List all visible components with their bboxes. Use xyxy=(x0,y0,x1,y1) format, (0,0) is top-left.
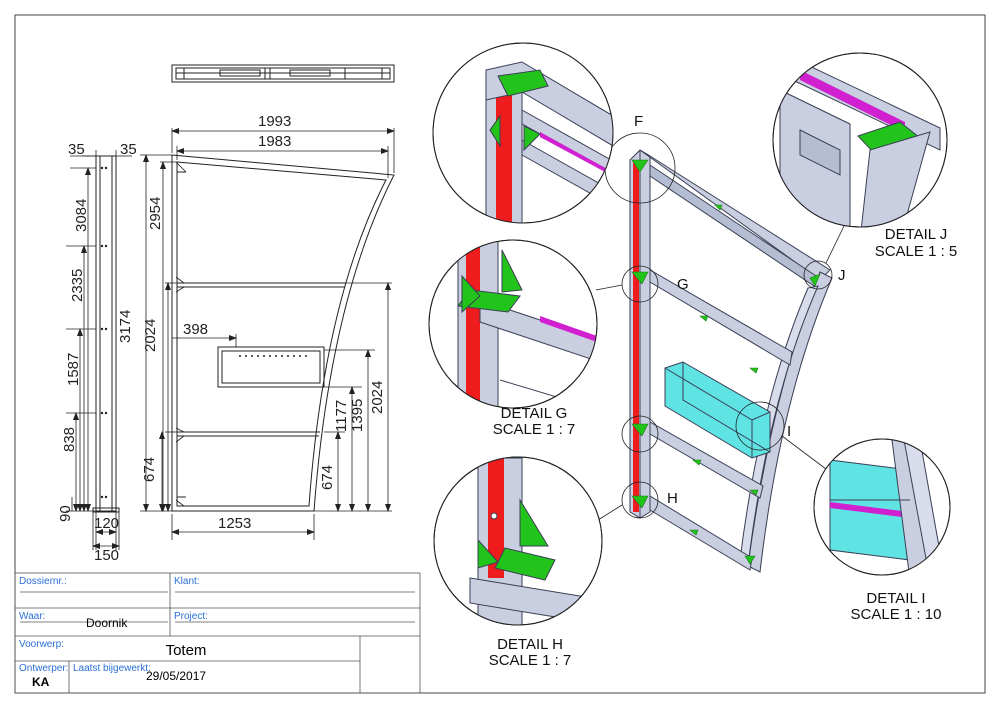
dim-1177: 1177 xyxy=(333,400,350,432)
iso-labels: F G H I J xyxy=(634,113,846,507)
top-view xyxy=(171,64,395,83)
dim-2335: 2335 xyxy=(69,269,86,302)
title-block xyxy=(14,572,421,694)
tb-project-label: Project: xyxy=(174,611,208,622)
dim-2024-right: 2024 xyxy=(369,381,386,414)
detail-j-title: DETAIL J xyxy=(885,226,948,243)
dim-1587: 1587 xyxy=(65,353,82,386)
dim-1993: 1993 xyxy=(258,113,291,130)
dim-3174: 3174 xyxy=(117,310,134,343)
tb-waar-value: Doornik xyxy=(86,616,128,630)
tb-laatst-label: Laatst bijgewerkt: xyxy=(73,663,151,674)
detail-h xyxy=(433,456,603,626)
tb-laatst-value: 29/05/2017 xyxy=(146,669,206,683)
dim-1253: 1253 xyxy=(218,515,251,532)
sheet-border xyxy=(14,14,986,694)
front-view xyxy=(171,154,395,512)
iso-gussets xyxy=(631,159,821,565)
dim-398: 398 xyxy=(183,321,208,338)
front-dim-text: 1993 1983 2954 2024 398 674 1253 674 117… xyxy=(141,113,386,532)
detail-i-title: DETAIL I xyxy=(866,590,925,607)
detail-f xyxy=(432,42,614,224)
dim-1983: 1983 xyxy=(258,133,291,150)
detail-h-title: DETAIL H xyxy=(497,636,563,653)
tb-ontwerper-label: Ontwerper: xyxy=(19,663,68,674)
tb-voorwerp-value: Totem xyxy=(166,642,207,659)
tb-ontwerper-value: KA xyxy=(32,675,50,689)
dim-838: 838 xyxy=(61,427,78,452)
detail-j-scale: SCALE 1 : 5 xyxy=(875,243,958,260)
side-view xyxy=(92,155,120,513)
dim-35-right: 35 xyxy=(120,141,137,158)
dim-674-left: 674 xyxy=(141,457,158,482)
label-h: H xyxy=(667,490,678,507)
dim-3084: 3084 xyxy=(73,199,90,232)
label-f: F xyxy=(634,113,643,130)
dim-2954: 2954 xyxy=(147,197,164,230)
iso-detail-marks xyxy=(595,132,846,521)
iso-view xyxy=(629,149,833,573)
detail-j xyxy=(772,52,948,228)
dim-90: 90 xyxy=(57,505,74,522)
screen-dots xyxy=(239,355,307,357)
tb-klant-label: Klant: xyxy=(174,576,200,587)
title-block-text: Dossiernr.: Klant: Waar: Doornik Project… xyxy=(19,576,208,689)
detail-g-scale: SCALE 1 : 7 xyxy=(493,421,576,438)
dim-1395: 1395 xyxy=(349,399,366,432)
dim-2024-left: 2024 xyxy=(142,319,159,352)
dim-35-left: 35 xyxy=(68,141,85,158)
detail-i-scale: SCALE 1 : 10 xyxy=(851,606,942,623)
label-g: G xyxy=(677,276,689,293)
tb-voorwerp-label: Voorwerp: xyxy=(19,639,64,650)
dim-150: 150 xyxy=(94,547,119,564)
detail-h-scale: SCALE 1 : 7 xyxy=(489,652,572,669)
side-dim-lines xyxy=(66,150,132,550)
side-dim-text: 35 35 3084 2335 1587 838 90 120 150 3174 xyxy=(57,141,137,564)
tb-dossier-label: Dossiernr.: xyxy=(19,576,67,587)
dim-674-right: 674 xyxy=(319,465,336,490)
detail-g xyxy=(428,239,598,409)
front-dim-lines xyxy=(140,128,395,540)
detail-i xyxy=(813,438,951,576)
dim-120: 120 xyxy=(94,515,119,532)
label-j: J xyxy=(838,267,846,284)
detail-g-title: DETAIL G xyxy=(501,405,568,422)
label-i: I xyxy=(787,423,791,440)
tb-waar-label: Waar: xyxy=(19,611,45,622)
